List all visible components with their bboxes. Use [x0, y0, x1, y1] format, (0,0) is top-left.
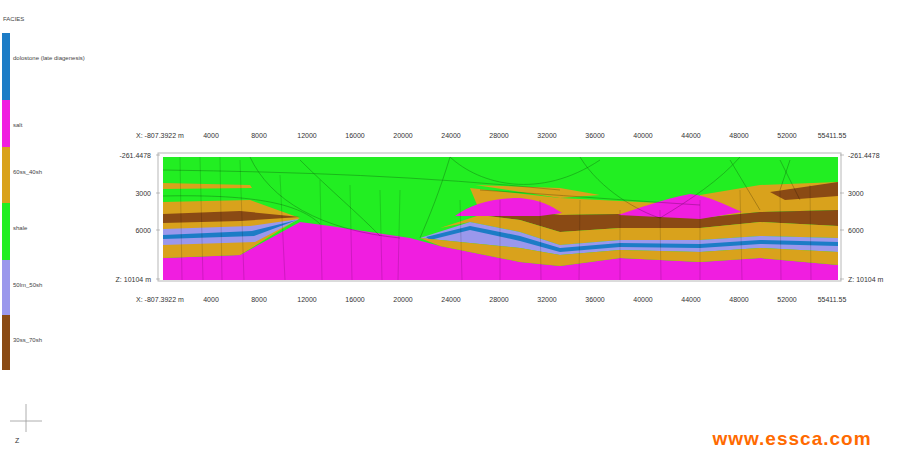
axis-label: 32000: [537, 132, 556, 139]
legend-label: salt: [13, 122, 22, 128]
legend-label: dolostone (late diagenesis): [13, 55, 85, 61]
axis-label: 52000: [777, 132, 796, 139]
legend-label: shale: [13, 225, 27, 231]
axis-label: 32000: [537, 296, 556, 303]
axis-label: Z: 10104 m: [848, 276, 883, 283]
axis-label: 44000: [681, 132, 700, 139]
axis-label: 6000: [848, 227, 864, 234]
axis-label: 3000: [135, 190, 151, 197]
axis-label: 12000: [297, 296, 316, 303]
axis-label: Z: [15, 437, 19, 444]
legend-swatch: [2, 147, 10, 203]
axis-label: 36000: [585, 132, 604, 139]
axis-label: X: -807.3922 m: [136, 132, 184, 139]
legend-swatch: [2, 100, 10, 147]
legend-swatch: [2, 203, 10, 260]
axis-label: 48000: [729, 132, 748, 139]
axis-label: 40000: [633, 132, 652, 139]
axis-label: 28000: [489, 132, 508, 139]
axis-label: 12000: [297, 132, 316, 139]
axis-label: 36000: [585, 296, 604, 303]
axis-label: 8000: [251, 132, 267, 139]
axis-label: 55411.55: [818, 132, 847, 139]
axis-label: 20000: [393, 132, 412, 139]
axis-label: -261.4478: [119, 152, 151, 159]
axis-label: 24000: [441, 296, 460, 303]
watermark: www.essca.com: [712, 429, 871, 448]
axis-label: 16000: [345, 296, 364, 303]
axis-label: -261.4478: [848, 152, 880, 159]
axis-label: 40000: [633, 296, 652, 303]
legend-swatch: [2, 33, 10, 100]
axis-label: X: -807.3922 m: [136, 296, 184, 303]
axis-label: 52000: [777, 296, 796, 303]
axis-label: 6000: [135, 227, 151, 234]
axis-label: 28000: [489, 296, 508, 303]
legend-label: 50lm_50sh: [13, 282, 42, 288]
legend-title: FACIES: [3, 16, 24, 22]
legend-label: 60ss_40sh: [13, 169, 42, 175]
axis-label: Z: 10104 m: [116, 276, 151, 283]
axis-label: 4000: [203, 132, 219, 139]
axis-label: 16000: [345, 132, 364, 139]
axis-label: 8000: [251, 296, 267, 303]
axis-label: 4000: [203, 296, 219, 303]
axis-label: 3000: [848, 190, 864, 197]
axis-label: 44000: [681, 296, 700, 303]
legend-label: 30ss_70sh: [13, 337, 42, 343]
legend-swatch: [2, 260, 10, 315]
axis-label: 55411.55: [818, 296, 847, 303]
axis-label: 48000: [729, 296, 748, 303]
axis-label: 24000: [441, 132, 460, 139]
axis-label: 20000: [393, 296, 412, 303]
legend-swatch: [2, 315, 10, 370]
